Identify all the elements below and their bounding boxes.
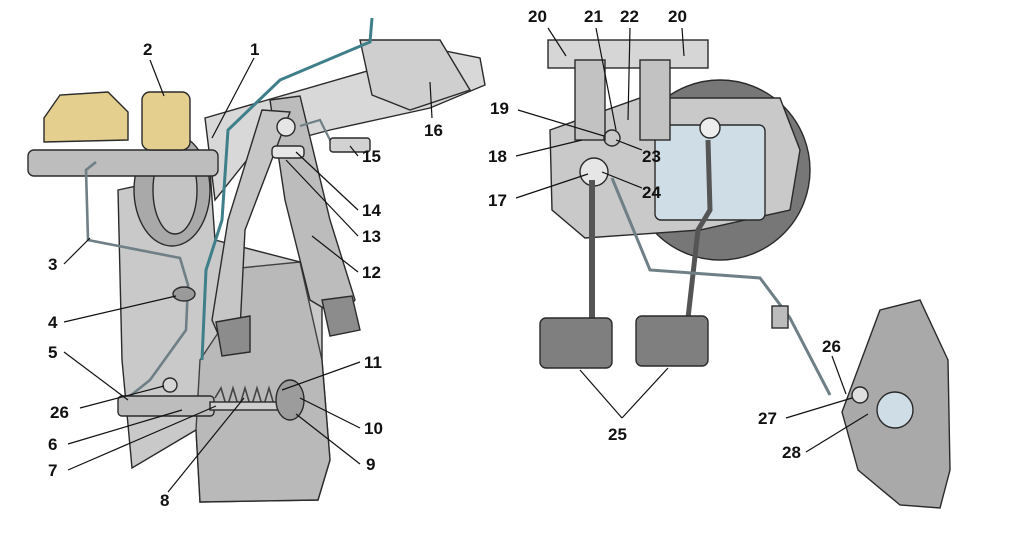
bracket-left xyxy=(574,59,606,141)
leader-26a xyxy=(79,385,165,409)
leader-10 xyxy=(299,397,361,429)
fork-boot xyxy=(275,379,305,421)
release-bearing xyxy=(876,391,914,429)
callout-14: 14 xyxy=(362,201,381,220)
leader-1 xyxy=(211,57,255,139)
leader-18 xyxy=(515,139,583,157)
leader-13 xyxy=(285,159,359,237)
callout-27: 27 xyxy=(758,409,777,428)
callout-6: 6 xyxy=(48,435,57,454)
leader-14 xyxy=(295,151,359,211)
callout-17: 17 xyxy=(488,191,507,210)
leader-21 xyxy=(595,27,617,131)
pedal-pivot-bolt xyxy=(276,117,296,137)
leader-16 xyxy=(429,81,433,119)
clutch-line xyxy=(200,17,374,361)
hose-fitting xyxy=(771,305,789,329)
leader-3 xyxy=(63,237,91,265)
callout-19: 19 xyxy=(490,99,509,118)
callout-5: 5 xyxy=(48,343,57,362)
leader-6 xyxy=(67,409,183,445)
master-cylinder xyxy=(27,149,219,177)
callout-8: 8 xyxy=(160,491,169,510)
leader-lines xyxy=(63,27,869,493)
bracket-plate xyxy=(359,39,472,111)
hydraulic-tube-3 xyxy=(84,160,190,406)
callout-26a: 26 xyxy=(50,403,69,422)
left-assembly xyxy=(27,17,486,503)
callout-2: 2 xyxy=(143,40,152,59)
pushrod-pin xyxy=(699,117,721,139)
callout-25: 25 xyxy=(608,425,627,444)
brake-pedal-pad xyxy=(215,315,251,357)
clutch-hose-r xyxy=(610,177,832,396)
leader-11 xyxy=(281,361,361,391)
callout-20a: 20 xyxy=(528,7,547,26)
leader-17 xyxy=(515,173,589,199)
hose-clip xyxy=(172,286,196,302)
leader-26b xyxy=(831,355,847,395)
leader-2 xyxy=(149,59,165,97)
leader-27 xyxy=(785,397,853,419)
bleeder-valve xyxy=(162,377,178,393)
leader-25b xyxy=(621,367,669,419)
callout-15: 15 xyxy=(362,147,381,166)
brake-pedal-pad-r xyxy=(635,315,709,367)
callout-26b: 26 xyxy=(822,337,841,356)
callout-9: 9 xyxy=(366,455,375,474)
callout-24: 24 xyxy=(642,183,661,202)
leader-23 xyxy=(615,139,643,151)
clutch-pedal-pad xyxy=(321,295,361,337)
right-assembly xyxy=(539,39,951,509)
callout-12: 12 xyxy=(362,263,381,282)
reservoir-right xyxy=(141,91,191,151)
callout-7: 7 xyxy=(48,461,57,480)
callout-28: 28 xyxy=(782,443,801,462)
leader-7 xyxy=(67,405,217,471)
callout-11: 11 xyxy=(364,353,382,372)
reservoir-left xyxy=(43,91,129,143)
callout-23: 23 xyxy=(642,147,661,166)
leader-20b xyxy=(681,27,685,57)
leader-9 xyxy=(295,413,361,465)
spring-coil xyxy=(603,129,621,147)
stop-switch xyxy=(329,137,371,153)
clutch-pedal-pad-r xyxy=(539,317,613,369)
callout-labels: 1 2 3 4 5 26 6 7 8 9 10 11 12 13 14 15 1… xyxy=(48,7,841,510)
clutch-pedal-rod xyxy=(589,180,595,320)
callout-16: 16 xyxy=(424,121,443,140)
callout-21: 21 xyxy=(584,7,603,26)
leader-19 xyxy=(517,109,605,137)
callout-1: 1 xyxy=(250,40,259,59)
pedal-stop-bolt xyxy=(271,145,305,159)
callout-3: 3 xyxy=(48,255,57,274)
leader-28 xyxy=(805,413,869,453)
callout-10: 10 xyxy=(364,419,383,438)
leader-12 xyxy=(311,235,359,273)
callout-4: 4 xyxy=(48,313,58,332)
leader-22 xyxy=(627,27,631,121)
leader-15 xyxy=(349,145,359,157)
fork-pivot xyxy=(851,386,869,404)
callout-20b: 20 xyxy=(668,7,687,26)
leader-4 xyxy=(63,295,177,323)
leader-5 xyxy=(63,351,129,401)
leader-20a xyxy=(547,27,567,57)
bracket-right xyxy=(639,59,671,141)
callout-22: 22 xyxy=(620,7,639,26)
leader-8 xyxy=(167,397,245,493)
leader-24 xyxy=(601,171,643,189)
leader-25a xyxy=(579,369,623,419)
callout-13: 13 xyxy=(362,227,381,246)
callout-18: 18 xyxy=(488,147,507,166)
